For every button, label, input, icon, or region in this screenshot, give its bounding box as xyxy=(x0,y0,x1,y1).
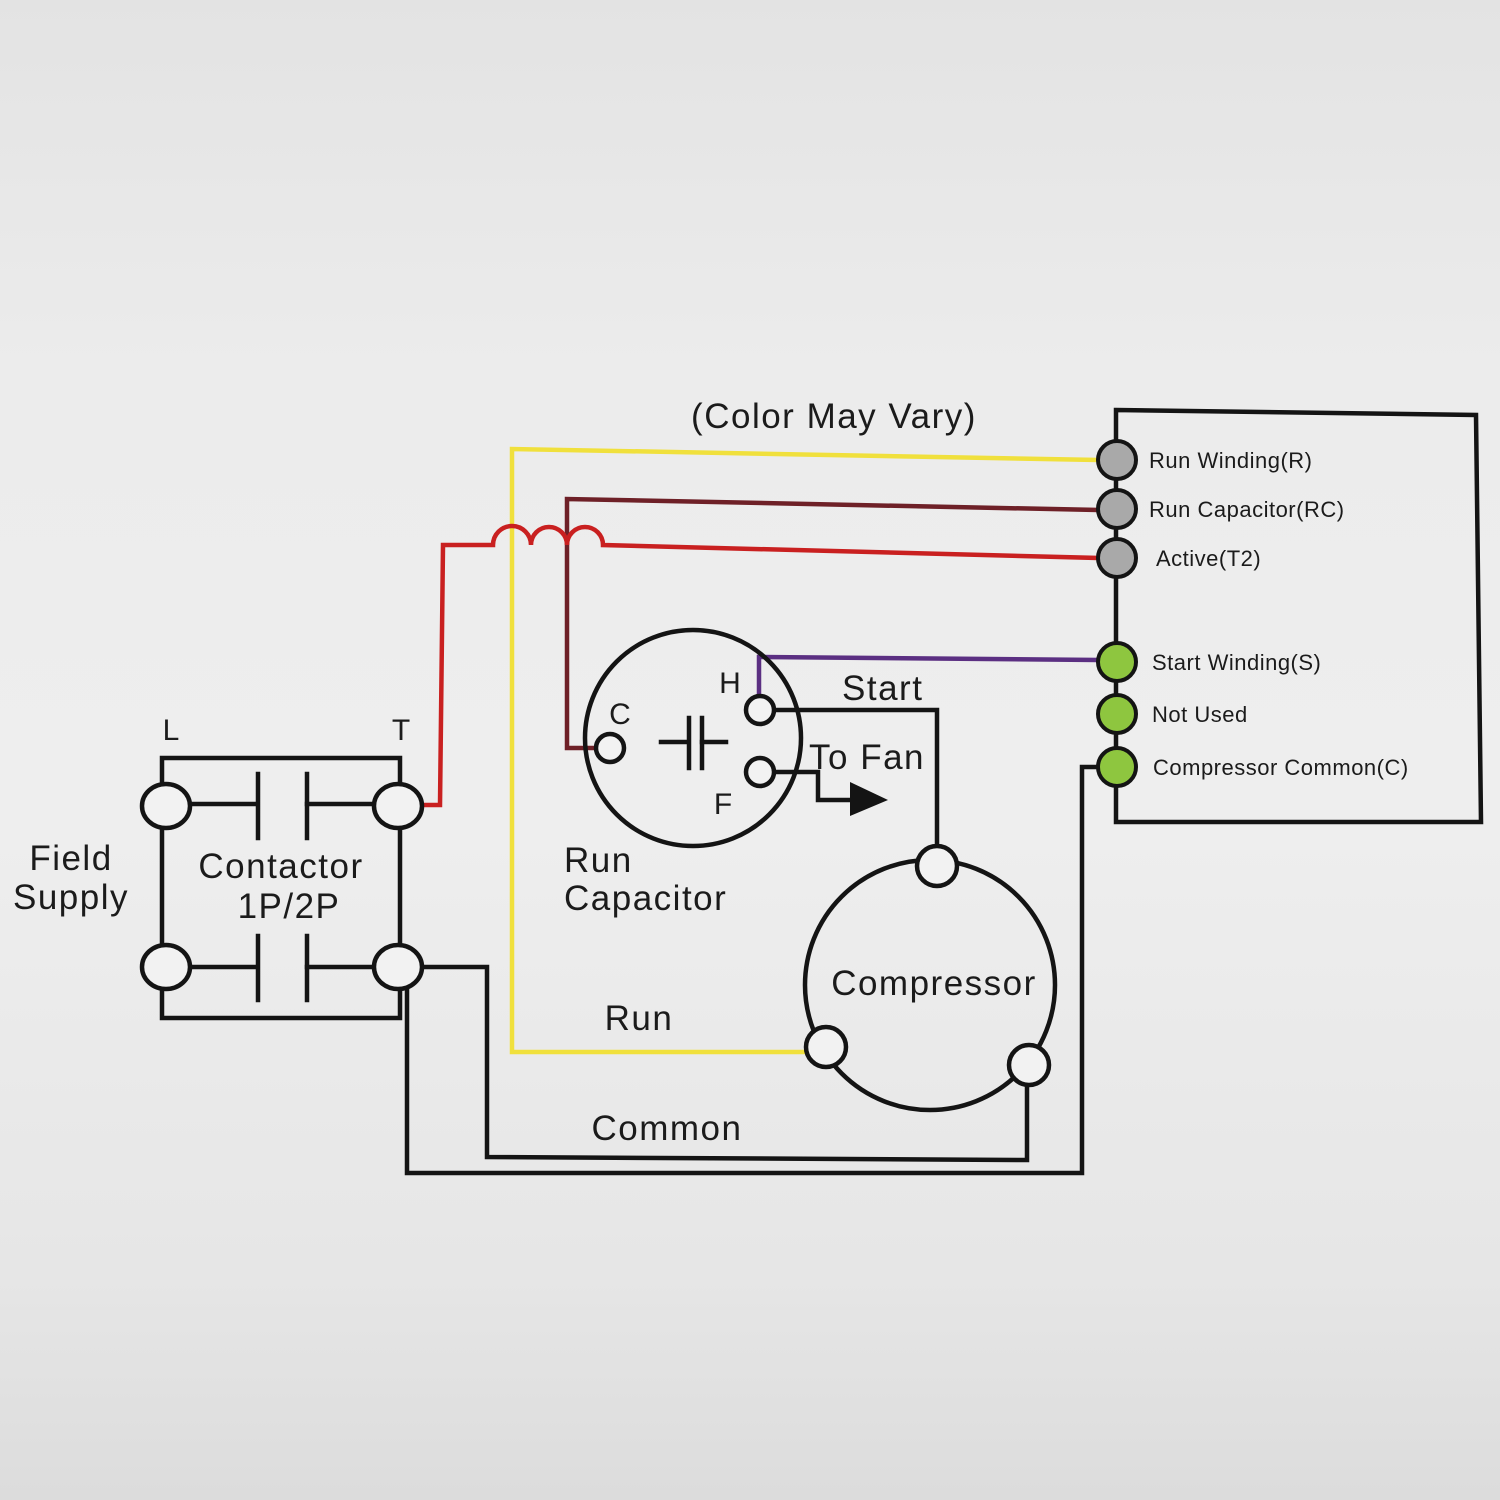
contactor-box xyxy=(159,755,403,1021)
module-terminal-label-6: Compressor Common(C) xyxy=(1153,755,1409,780)
field-supply-line2: Supply xyxy=(13,878,129,917)
module-terminal-label-2: Run Capacitor(RC) xyxy=(1149,497,1345,522)
wire-run-yellow xyxy=(509,446,1101,1055)
field-supply-line1: Field xyxy=(29,839,112,878)
run-capacitor-terminal-h xyxy=(743,693,777,727)
run-capacitor-body xyxy=(582,627,804,849)
compressor-label: Compressor xyxy=(831,964,1037,1003)
contactor-terminal-l-label: L xyxy=(163,714,180,747)
module-terminal-4 xyxy=(1096,641,1138,683)
compressor-terminal-start xyxy=(914,843,960,889)
module-terminal-label-5: Not Used xyxy=(1152,702,1248,727)
run-capacitor-label-line2: Capacitor xyxy=(564,879,727,918)
compressor: Compressor xyxy=(802,843,1058,1113)
contactor-terminal-l2 xyxy=(139,942,193,992)
module-box xyxy=(1113,407,1484,825)
run-capacitor-f-label: F xyxy=(714,788,732,821)
to-fan-label: To Fan xyxy=(809,738,925,777)
common-label: Common xyxy=(592,1109,743,1148)
title-color-may-vary: (Color May Vary) xyxy=(691,397,977,436)
start-label: Start xyxy=(842,669,923,708)
wire-labels: (Color May Vary) Start To Fan Run Common xyxy=(592,397,977,1148)
module-terminal-3 xyxy=(1096,537,1138,579)
compressor-terminal-common xyxy=(1006,1042,1052,1088)
wire-active-red xyxy=(417,523,1101,808)
module-terminal-label-1: Run Winding(R) xyxy=(1149,448,1313,473)
run-label: Run xyxy=(605,999,674,1038)
contactor: Contactor 1P/2P L T xyxy=(139,714,425,1021)
module-terminal-label-3: Active(T2) xyxy=(1156,546,1261,571)
run-capacitor-label-line1: Run xyxy=(564,841,633,880)
contactor-label-line2: 1P/2P xyxy=(238,887,341,926)
wire-run-capacitor-maroon xyxy=(564,496,1101,751)
run-capacitor: C H F Run Capacitor xyxy=(564,627,804,918)
wire-start-black xyxy=(775,707,940,851)
contactor-terminal-t1 xyxy=(371,781,425,831)
module-terminal-list: Run Winding(R) Run Capacitor(RC) Active(T2… xyxy=(1096,439,1409,788)
contactor-terminal-t-label: T xyxy=(392,714,410,747)
to-fan-arrowhead xyxy=(850,782,888,816)
compressor-terminal-run xyxy=(803,1024,849,1070)
module-terminal-5 xyxy=(1096,693,1138,735)
contactor-terminal-l1 xyxy=(139,781,193,831)
contactor-label-line1: Contactor xyxy=(198,847,363,886)
field-supply: Field Supply xyxy=(13,839,129,917)
run-capacitor-terminal-c xyxy=(593,731,627,765)
wires xyxy=(404,446,1103,1176)
module-terminal-label-4: Start Winding(S) xyxy=(1152,650,1321,675)
wire-module-common-black xyxy=(404,764,1103,1176)
contactor-terminal-t2 xyxy=(371,942,425,992)
terminal-module: Run Winding(R) Run Capacitor(RC) Active(T2… xyxy=(1096,407,1484,825)
run-capacitor-terminal-f xyxy=(743,755,777,789)
run-capacitor-c-label: C xyxy=(609,698,631,731)
wire-common-black xyxy=(417,964,1030,1163)
module-terminal-1 xyxy=(1096,439,1138,481)
module-terminal-6 xyxy=(1096,746,1138,788)
run-capacitor-h-label: H xyxy=(719,667,741,700)
wire-start-winding-purple xyxy=(756,654,1101,705)
module-terminal-2 xyxy=(1096,488,1138,530)
